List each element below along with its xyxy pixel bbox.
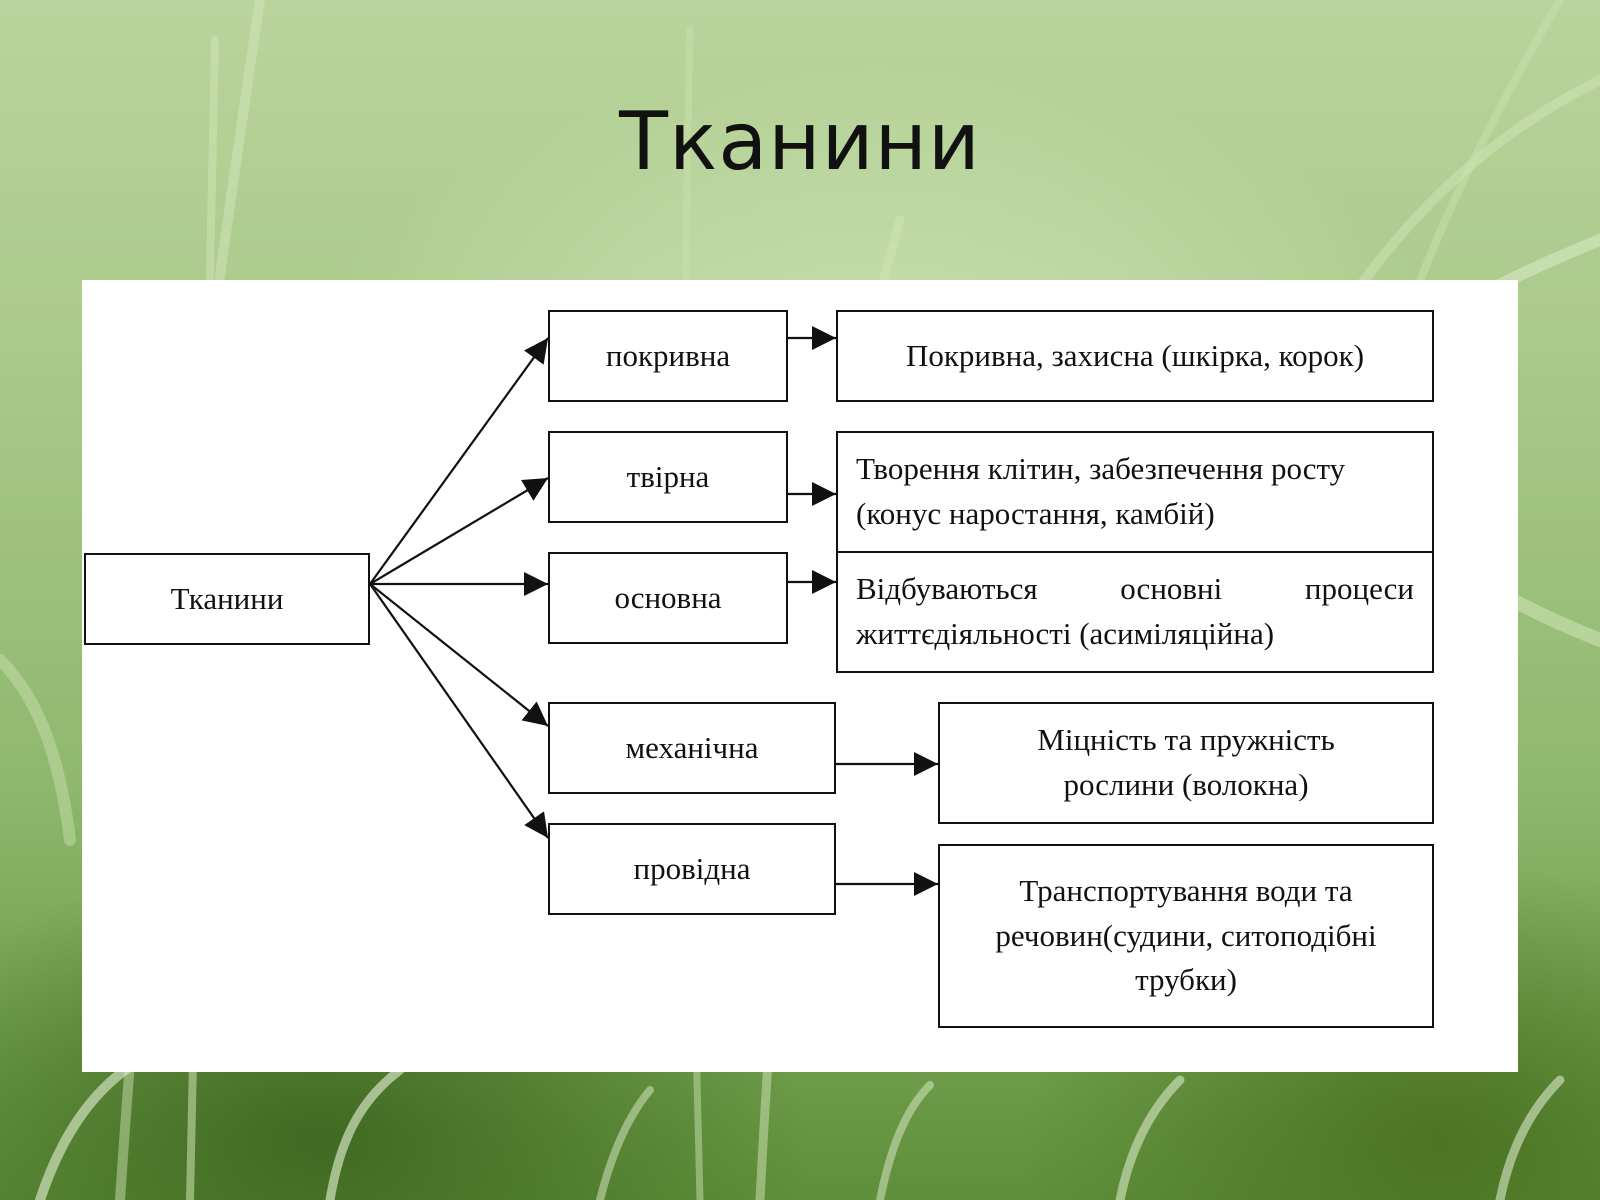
type-node-providna: провідна <box>548 823 836 915</box>
root-node: Тканини <box>84 553 370 645</box>
arrow-root-to-providna <box>369 583 549 839</box>
type-label: основна <box>614 579 722 615</box>
type-node-mekhanichna: механічна <box>548 702 836 794</box>
type-node-tvirna: твірна <box>548 431 788 523</box>
slide-title: Тканини <box>619 95 981 188</box>
desc-text: Транспортування води та речовин(судини, … <box>995 872 1377 998</box>
arrow-root-to-mekhanichna <box>369 583 549 727</box>
desc-node-mekhanichna: Міцність та пружність рослини (волокна) <box>938 702 1434 824</box>
diagram-connectors <box>369 325 938 897</box>
type-label: твірна <box>626 458 710 494</box>
desc-text: Відбуваються основні процеси життєдіяльн… <box>856 571 1414 651</box>
desc-text: Покривна, захисна (шкірка, корок) <box>905 337 1365 373</box>
type-label: провідна <box>633 850 751 886</box>
root-label: Тканини <box>170 580 284 616</box>
desc-node-providna: Транспортування води та речовин(судини, … <box>938 844 1434 1028</box>
diagram-panel: Тканини покривна твірна основна механічн… <box>82 280 1518 1072</box>
desc-node-tvirna: Творення клітин, забезпечення росту (кон… <box>836 431 1434 553</box>
arrow-root-to-tvirna <box>369 477 549 585</box>
type-node-pokryvna: покривна <box>548 310 788 402</box>
type-node-osnovna: основна <box>548 552 788 644</box>
desc-node-osnovna: Відбуваються основні процеси життєдіяльн… <box>836 551 1434 673</box>
desc-text: Міцність та пружність рослини (волокна) <box>1037 722 1335 802</box>
arrow-root-to-pokryvna <box>369 337 549 585</box>
type-label: механічна <box>625 729 759 765</box>
desc-node-pokryvna: Покривна, захисна (шкірка, корок) <box>836 310 1434 402</box>
type-label: покривна <box>605 337 731 373</box>
desc-text: Творення клітин, забезпечення росту (кон… <box>856 451 1346 531</box>
